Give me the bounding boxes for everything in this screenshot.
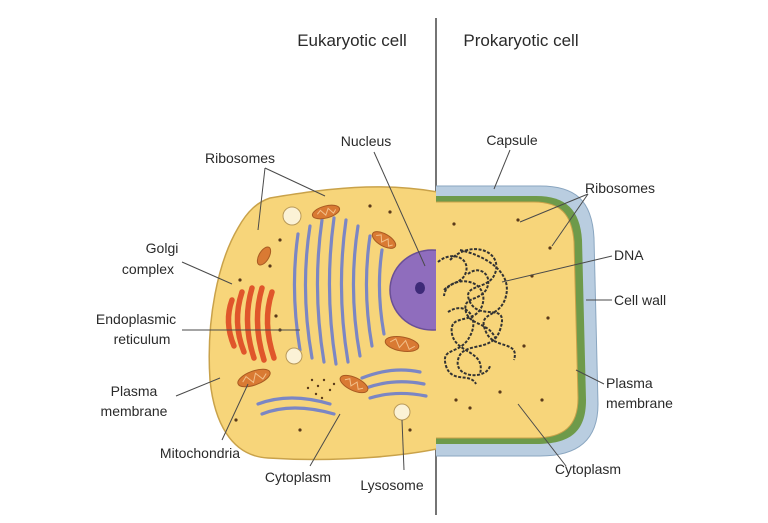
lysosome-vesicle: [393, 403, 411, 421]
golgi-complex: [225, 285, 277, 363]
label-cell-wall: Cell wall: [614, 292, 666, 308]
label-lysosome: Lysosome: [360, 477, 424, 493]
label-er-line2: reticulum: [114, 331, 171, 347]
prokaryotic-leader-lines: [493, 149, 613, 467]
prokaryotic-title: Prokaryotic cell: [463, 31, 578, 50]
vesicles: [282, 206, 411, 421]
eukaryotic-title: Eukaryotic cell: [297, 31, 407, 50]
label-dna: DNA: [614, 247, 644, 263]
label-plasma-prokaryotic-line2: membrane: [606, 395, 673, 411]
label-cytoplasm-prokaryotic: Cytoplasm: [555, 461, 621, 477]
ribosome-dots: [234, 204, 412, 432]
eukaryotic-cell: Ribosomes Nucleus Golgi complex Endoplas…: [96, 133, 436, 493]
prokaryotic-cell: Capsule Ribosomes DNA Cell wall Plasma m…: [436, 132, 673, 477]
label-plasma-eukaryotic-line2: membrane: [101, 403, 168, 419]
label-ribosomes-prokaryotic: Ribosomes: [585, 180, 655, 196]
label-cytoplasm-eukaryotic: Cytoplasm: [265, 469, 331, 485]
mitochondria-group: [237, 204, 420, 394]
label-capsule: Capsule: [486, 132, 538, 148]
nucleolus: [415, 282, 425, 294]
label-golgi-line1: Golgi: [146, 240, 179, 256]
label-plasma-prokaryotic-line1: Plasma: [606, 375, 653, 391]
label-golgi-line2: complex: [122, 261, 174, 277]
nucleus: [389, 249, 436, 331]
label-mitochondria: Mitochondria: [160, 445, 240, 461]
prokaryotic-cytoplasm: [436, 201, 579, 439]
endoplasmic-reticulum: [256, 216, 428, 416]
label-er-line1: Endoplasmic: [96, 311, 176, 327]
label-nucleus: Nucleus: [341, 133, 392, 149]
label-plasma-eukaryotic-line1: Plasma: [111, 383, 158, 399]
label-ribosomes-eukaryotic: Ribosomes: [205, 150, 275, 166]
eukaryotic-leader-lines: [175, 151, 426, 471]
dna-nucleoid: [437, 248, 516, 385]
